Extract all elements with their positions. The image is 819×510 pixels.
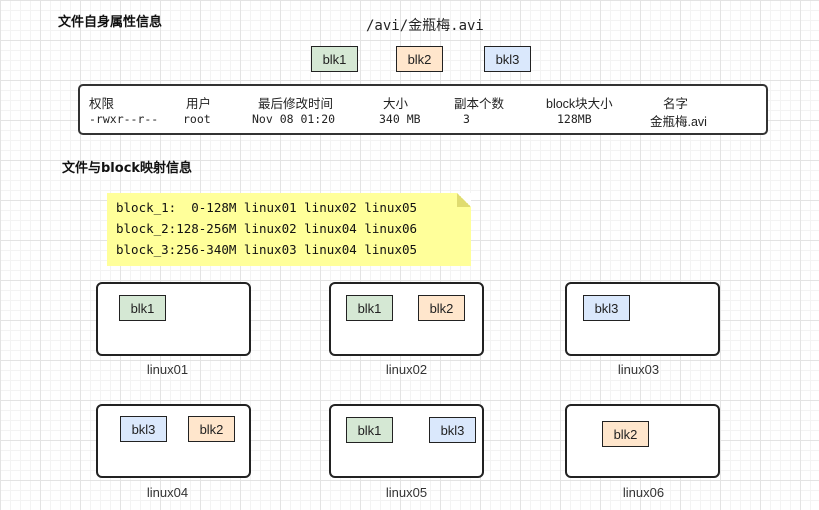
file-path-title: /avi/金瓶梅.avi — [366, 18, 484, 34]
file-attributes-table: 权限 用户 最后修改时间 大小 副本个数 block块大小 名字 -rwxr--… — [78, 84, 768, 135]
node-block-blk1: blk1 — [346, 417, 393, 443]
mapping-section-title: 文件与block映射信息 — [62, 161, 193, 176]
block-label: blk2 — [613, 426, 638, 442]
header-size: 大小 — [383, 97, 409, 111]
block-label: blk1 — [357, 422, 382, 438]
node-label-linux01: linux01 — [146, 362, 189, 377]
mapping-line-1: block_1: 0-128M linux01 linux02 linux05 — [116, 200, 418, 215]
mapping-line-3: block_3:256-340M linux03 linux04 linux05 — [116, 242, 418, 257]
value-permission: -rwxr--r-- — [89, 112, 159, 126]
attributes-section-title: 文件自身属性信息 — [58, 15, 163, 30]
value-user: root — [183, 112, 211, 126]
value-block-size: 128MB — [557, 112, 592, 126]
node-linux04: bkl3 blk2 — [96, 404, 251, 478]
top-block-2: blk2 — [396, 46, 443, 72]
node-linux01: blk1 — [96, 282, 251, 356]
node-block-bkl3: bkl3 — [120, 416, 167, 442]
block-label: bkl3 — [594, 300, 619, 316]
note-fold-shadow — [457, 193, 471, 207]
mapping-line-2: block_2:128-256M linux02 linux04 linux06 — [116, 221, 418, 236]
node-block-bkl3: bkl3 — [429, 417, 476, 443]
block-label: bkl3 — [440, 422, 465, 438]
node-linux06: blk2 — [565, 404, 720, 478]
header-modified-time: 最后修改时间 — [258, 97, 334, 111]
value-replicas: 3 — [463, 112, 470, 126]
block-label: blk2 — [429, 300, 454, 316]
node-linux03: bkl3 — [565, 282, 720, 356]
block-label: blk2 — [407, 51, 432, 67]
block-label: bkl3 — [495, 51, 520, 67]
value-name: 金瓶梅.avi — [650, 115, 707, 129]
value-size: 340 MB — [379, 112, 421, 126]
node-block-bkl3: bkl3 — [583, 295, 630, 321]
block-label: blk2 — [199, 421, 224, 437]
block-label: blk1 — [357, 300, 382, 316]
value-modified-time: Nov 08 01:20 — [252, 112, 336, 126]
header-permission: 权限 — [89, 97, 115, 111]
node-block-blk2: blk2 — [602, 421, 649, 447]
block-label: bkl3 — [131, 421, 156, 437]
header-replicas: 副本个数 — [454, 97, 505, 111]
node-label-linux02: linux02 — [385, 362, 428, 377]
node-label-linux04: linux04 — [146, 485, 189, 500]
top-block-1: blk1 — [311, 46, 358, 72]
block-mapping-note: block_1: 0-128M linux01 linux02 linux05 … — [107, 193, 471, 266]
header-name: 名字 — [663, 97, 689, 111]
node-block-blk1: blk1 — [346, 295, 393, 321]
node-label-linux06: linux06 — [622, 485, 665, 500]
node-linux02: blk1 blk2 — [329, 282, 484, 356]
node-label-linux03: linux03 — [617, 362, 660, 377]
block-label: blk1 — [322, 51, 347, 67]
node-block-blk2: blk2 — [418, 295, 465, 321]
node-block-blk2: blk2 — [188, 416, 235, 442]
block-label: blk1 — [130, 300, 155, 316]
header-user: 用户 — [186, 97, 212, 111]
node-block-blk1: blk1 — [119, 295, 166, 321]
node-linux05: blk1 bkl3 — [329, 404, 484, 478]
header-block-size: block块大小 — [546, 97, 613, 111]
node-label-linux05: linux05 — [385, 485, 428, 500]
top-block-3: bkl3 — [484, 46, 531, 72]
